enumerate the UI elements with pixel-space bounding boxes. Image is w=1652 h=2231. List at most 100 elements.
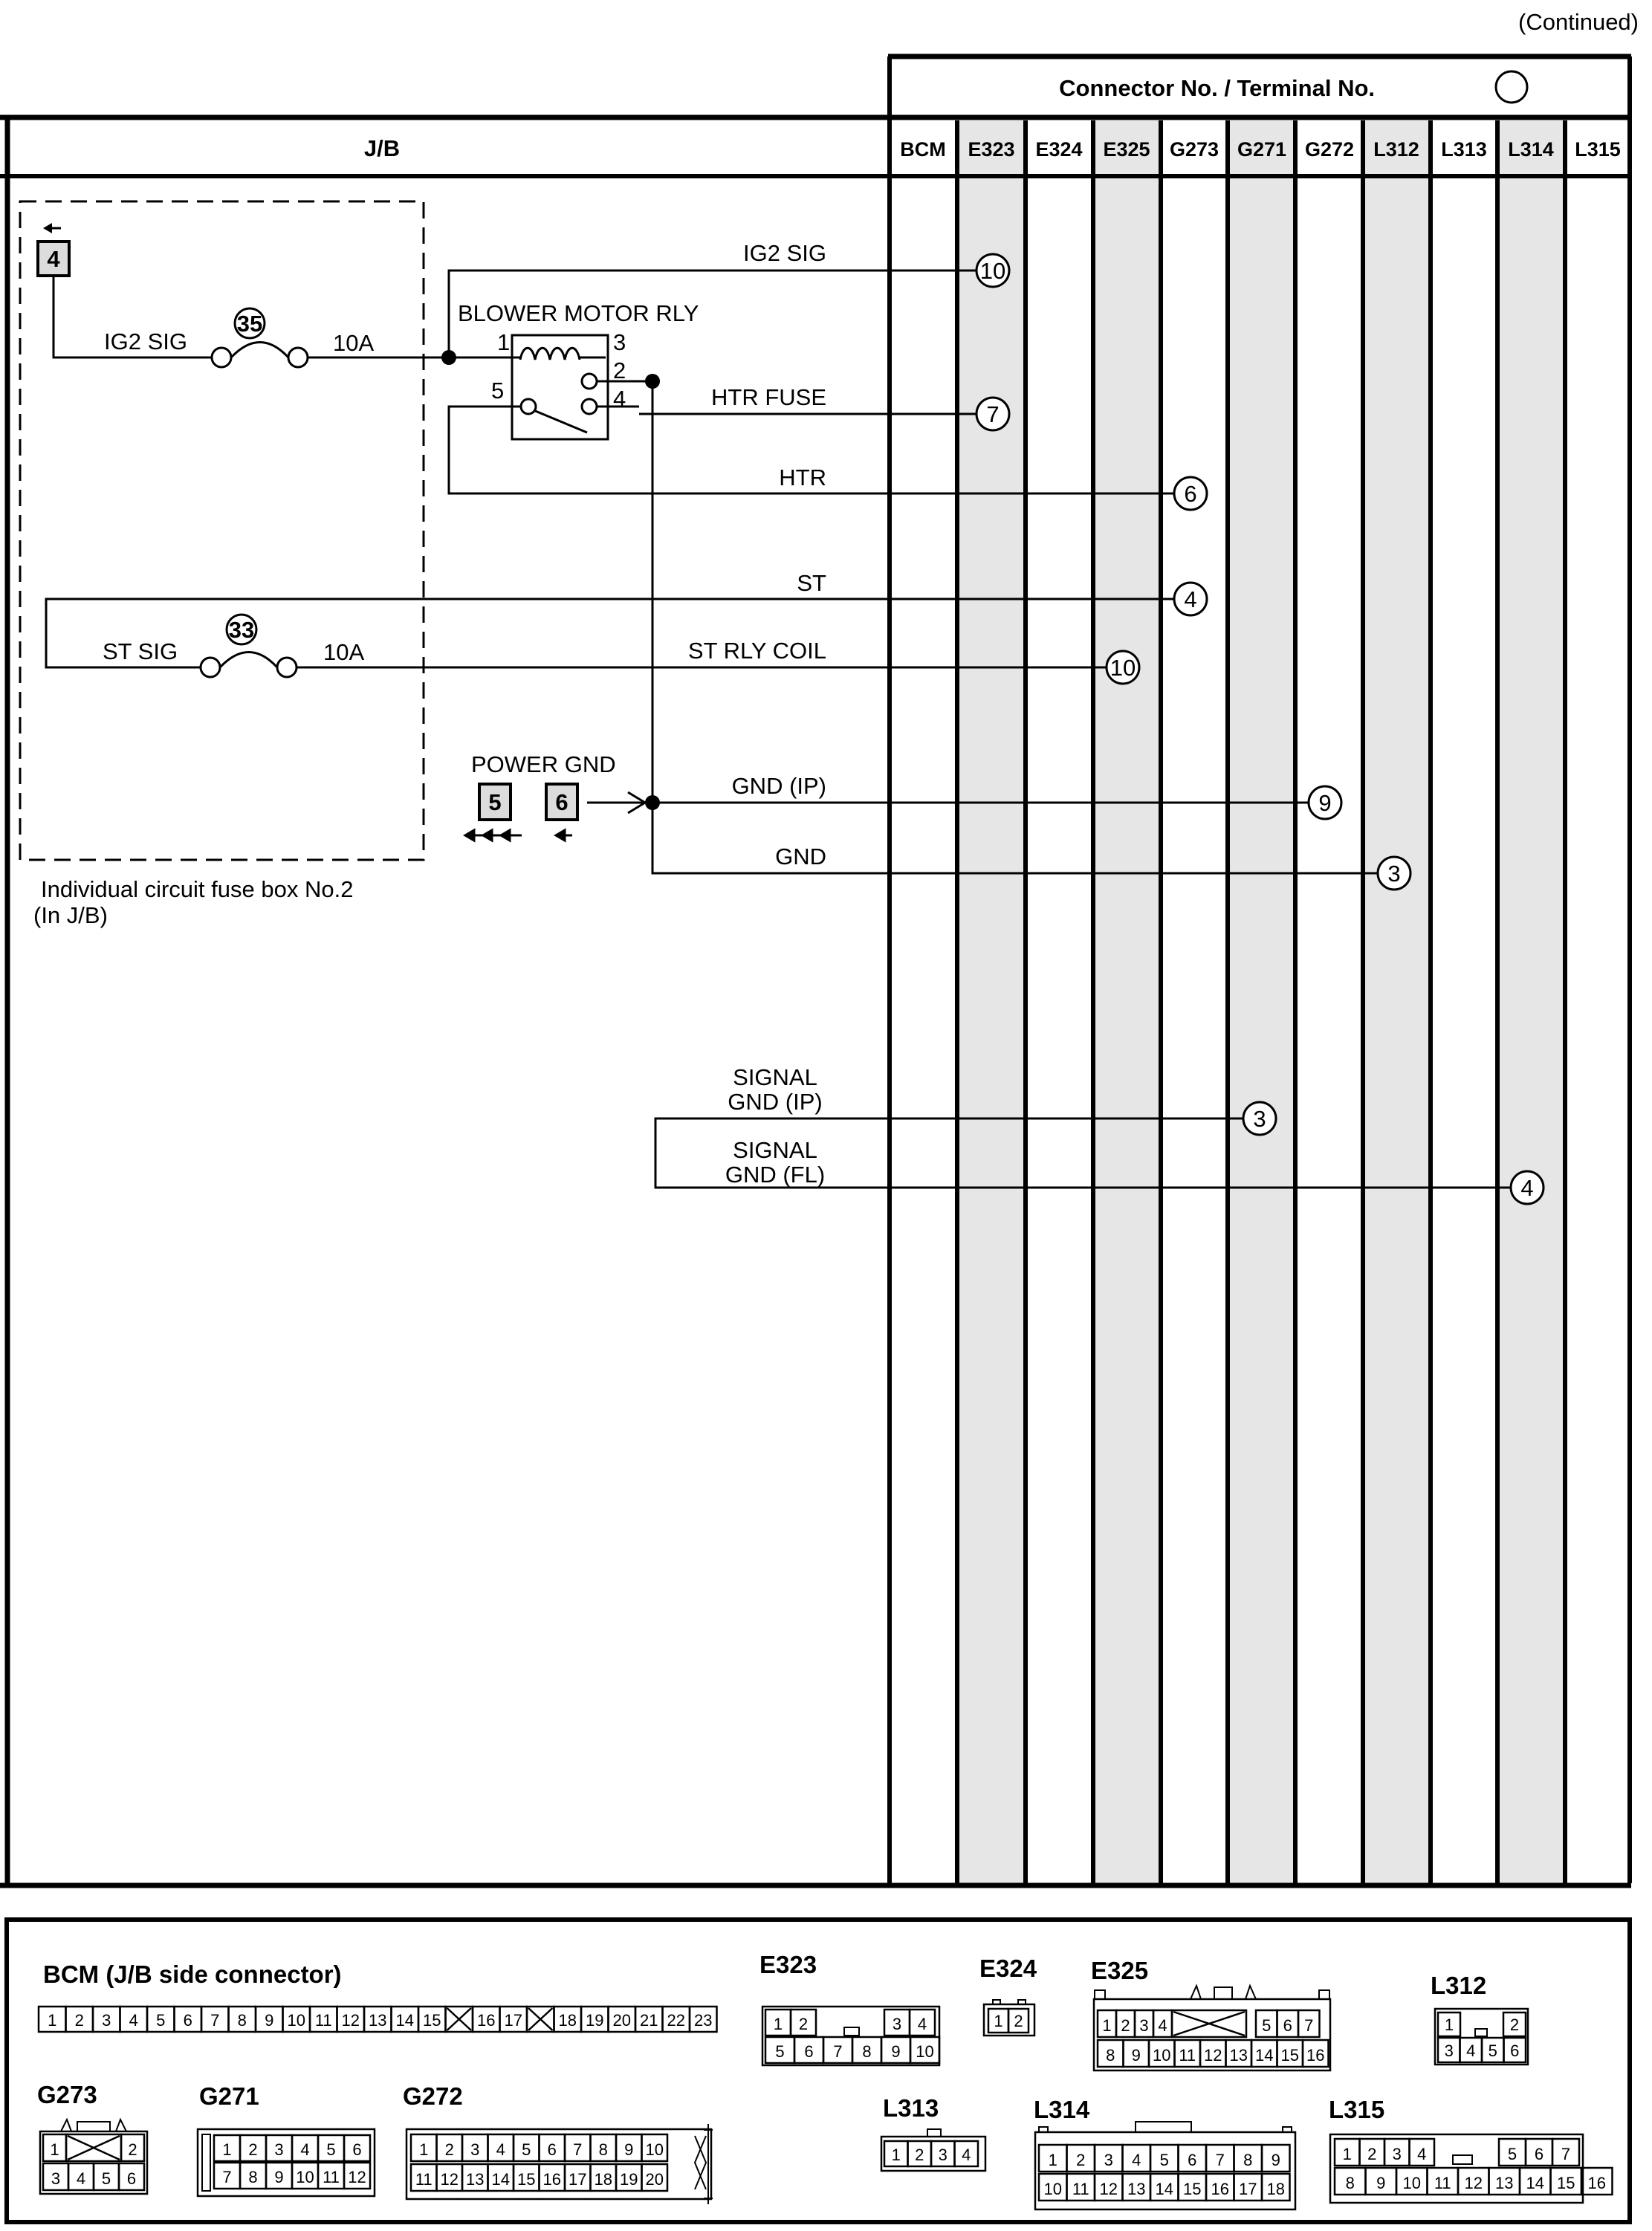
svg-text:7: 7: [1304, 2016, 1313, 2035]
svg-text:2: 2: [75, 2011, 84, 2030]
relay-pin-2: 2: [613, 357, 626, 383]
relay-pin-3: 3: [613, 329, 626, 355]
wire-label-htr: HTR: [779, 464, 826, 490]
svg-text:4: 4: [47, 246, 60, 272]
svg-text:1: 1: [1102, 2016, 1111, 2035]
svg-text:10: 10: [646, 2140, 664, 2159]
svg-text:1: 1: [892, 2146, 901, 2164]
svg-text:3: 3: [1387, 861, 1400, 887]
svg-text:6: 6: [1184, 481, 1196, 507]
column-shade-l314: [1499, 120, 1566, 1883]
terminal-circle-e323-10: 10: [975, 253, 1011, 288]
svg-text:11: 11: [1434, 2174, 1451, 2192]
svg-text:4: 4: [1184, 586, 1196, 612]
svg-text:8: 8: [248, 2168, 257, 2186]
connector-name: G271: [199, 2082, 259, 2110]
svg-text:2: 2: [248, 2140, 257, 2159]
jb-header: J/B: [364, 135, 400, 161]
svg-text:2: 2: [1014, 2012, 1023, 2030]
svg-text:3: 3: [470, 2140, 479, 2159]
svg-text:5: 5: [326, 2140, 335, 2159]
fuse-35-rating: 10A: [333, 330, 374, 356]
svg-text:7: 7: [986, 401, 999, 427]
connector-name: L313: [883, 2094, 939, 2122]
svg-text:10: 10: [296, 2168, 314, 2186]
svg-text:13: 13: [1495, 2174, 1513, 2192]
svg-text:3: 3: [102, 2011, 111, 2030]
svg-text:5: 5: [1489, 2041, 1497, 2060]
column-shade-e325: [1095, 120, 1162, 1883]
svg-text:1: 1: [774, 2015, 783, 2033]
svg-text:13: 13: [1127, 2180, 1145, 2198]
fuse-box-caption-1: Individual circuit fuse box No.2: [41, 876, 353, 902]
svg-text:9: 9: [624, 2140, 633, 2159]
terminal-circle-l312-3: 3: [1376, 855, 1412, 891]
wire-label-gnd-ip: GND (IP): [732, 773, 826, 799]
svg-text:5: 5: [488, 789, 501, 815]
connector-title: Connector No. / Terminal No.: [1059, 75, 1375, 101]
relay-pin-4: 4: [613, 386, 626, 412]
svg-text:2: 2: [128, 2140, 137, 2159]
svg-text:4: 4: [496, 2140, 505, 2159]
svg-text:5: 5: [775, 2042, 784, 2061]
fuse-33-circuit: ST SIG: [103, 638, 178, 664]
svg-text:1: 1: [48, 2011, 56, 2030]
svg-text:4: 4: [77, 2169, 85, 2188]
svg-text:14: 14: [1156, 2180, 1173, 2198]
svg-text:12: 12: [1465, 2174, 1483, 2192]
svg-text:3: 3: [1393, 2145, 1402, 2163]
svg-text:7: 7: [210, 2011, 219, 2030]
svg-text:18: 18: [559, 2011, 577, 2030]
svg-text:2: 2: [1367, 2145, 1376, 2163]
power-gnd-terminal-6: 6: [545, 783, 579, 821]
relay-pin-5: 5: [491, 378, 504, 404]
wire-label-signal-gnd-ip: GND (IP): [728, 1089, 822, 1115]
column-header-g273: G273: [1170, 138, 1219, 161]
connector-name: L312: [1431, 1972, 1486, 1999]
blower-motor-relay: [447, 334, 1174, 873]
column-shade-e323: [959, 120, 1026, 1883]
svg-text:5: 5: [156, 2011, 165, 2030]
relay-pin-1: 1: [497, 329, 510, 355]
svg-text:7: 7: [573, 2140, 582, 2159]
svg-text:10: 10: [916, 2042, 933, 2061]
connector-name: E324: [979, 1955, 1037, 1982]
svg-text:1: 1: [419, 2140, 428, 2159]
svg-text:2: 2: [1510, 2015, 1519, 2034]
svg-text:4: 4: [1520, 1175, 1533, 1201]
wire-label-htr-fuse: HTR FUSE: [711, 384, 826, 410]
svg-text:35: 35: [237, 311, 262, 337]
svg-text:4: 4: [300, 2140, 309, 2159]
svg-text:4: 4: [1132, 2151, 1141, 2169]
svg-text:16: 16: [543, 2170, 561, 2189]
svg-text:15: 15: [1557, 2174, 1575, 2192]
svg-text:10: 10: [1044, 2180, 1062, 2198]
svg-text:8: 8: [1106, 2046, 1115, 2065]
svg-text:19: 19: [586, 2011, 603, 2030]
fuse-35: 35: [233, 307, 266, 340]
connector-columns: [887, 54, 1632, 1883]
svg-text:18: 18: [1267, 2180, 1285, 2198]
connector-name: L315: [1329, 2096, 1384, 2123]
column-header-l314: L314: [1508, 138, 1554, 161]
svg-text:1: 1: [1343, 2145, 1352, 2163]
svg-text:6: 6: [127, 2169, 136, 2188]
svg-text:5: 5: [1508, 2145, 1517, 2163]
column-header-e323: E323: [968, 138, 1014, 161]
relay-name: BLOWER MOTOR RLY: [458, 300, 699, 326]
signal-gnd-circuit: [654, 1117, 1517, 1189]
fuse-35-circuit: IG2 SIG: [104, 328, 187, 354]
column-header-g272: G272: [1305, 138, 1354, 161]
svg-text:6: 6: [352, 2140, 361, 2159]
svg-text:4: 4: [1466, 2041, 1475, 2060]
svg-text:6: 6: [1283, 2016, 1292, 2035]
svg-text:11: 11: [1072, 2180, 1089, 2198]
svg-text:4: 4: [918, 2015, 927, 2033]
column-shade-l312: [1364, 120, 1431, 1883]
svg-text:2: 2: [1121, 2016, 1130, 2035]
